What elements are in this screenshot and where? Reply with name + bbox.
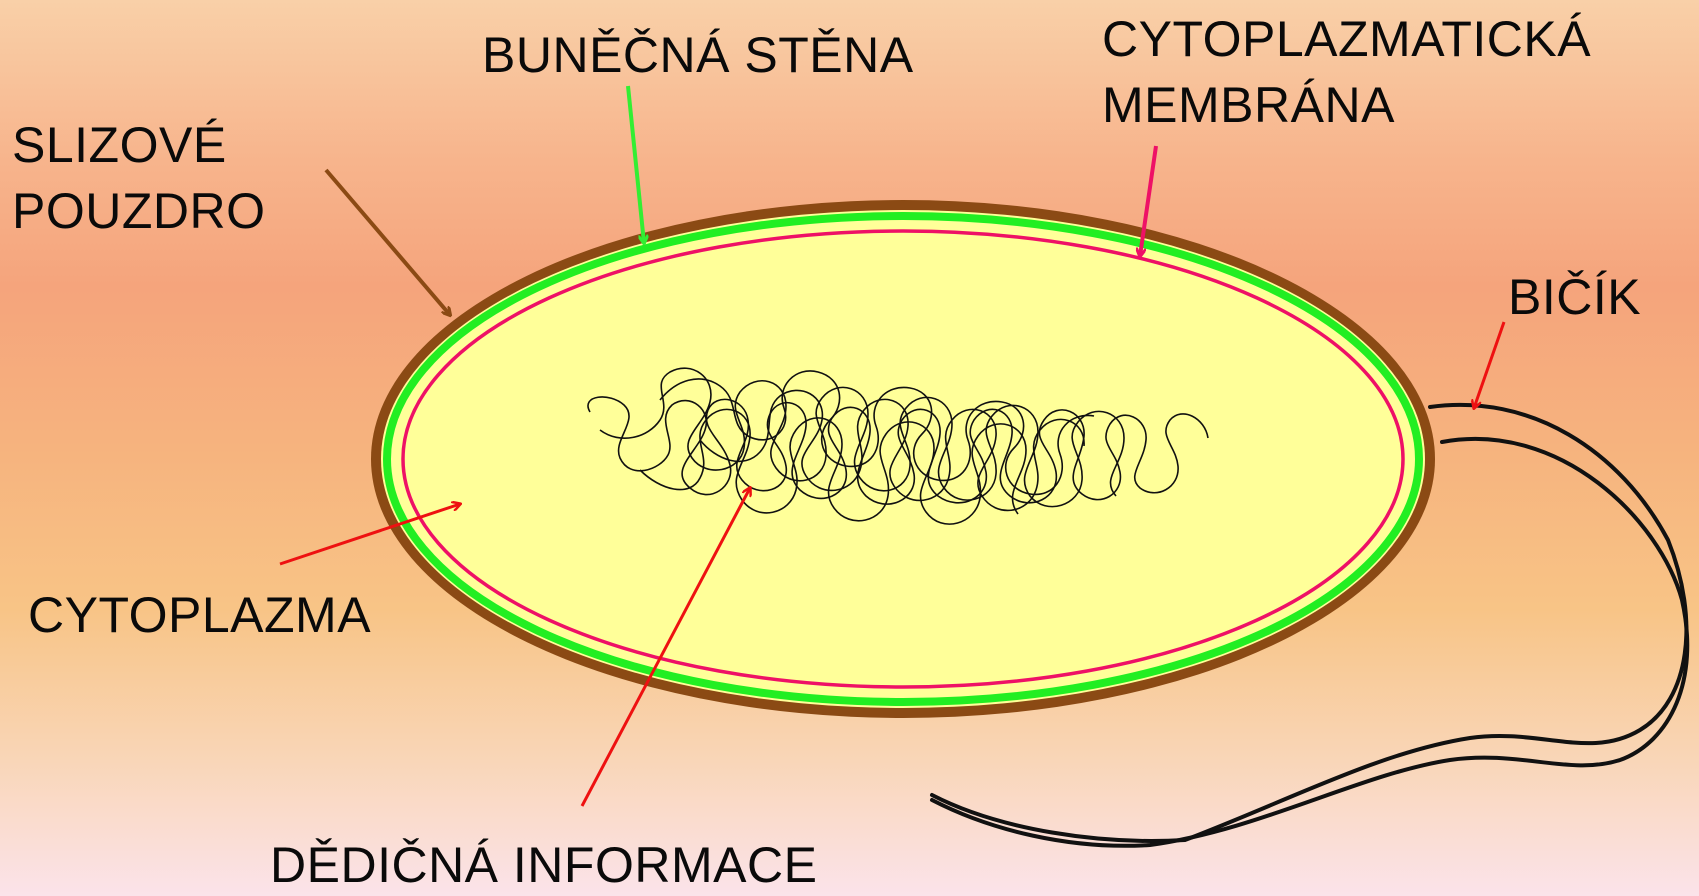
label-membrane-line1: CYTOPLAZMATICKÁ (1102, 6, 1591, 72)
label-slime-capsule-line1: SLIZOVÉ (12, 112, 266, 178)
label-flagellum: BIČÍK (1508, 264, 1641, 330)
label-cytoplasm: CYTOPLAZMA (28, 582, 371, 648)
label-cell-wall: BUNĚČNÁ STĚNA (482, 22, 914, 88)
flagellum-arrow (1474, 322, 1504, 408)
label-slime-capsule: SLIZOVÉ POUZDRO (12, 112, 266, 244)
cell-wall-arrow (628, 86, 644, 243)
label-membrane-line2: MEMBRÁNA (1102, 72, 1591, 138)
capsule-arrow (326, 170, 450, 315)
cytoplasm (406, 234, 1400, 684)
label-cytoplasmic-membrane: CYTOPLAZMATICKÁ MEMBRÁNA (1102, 6, 1591, 138)
label-slime-capsule-line2: POUZDRO (12, 178, 266, 244)
label-genetic-information: DĚDIČNÁ INFORMACE (270, 832, 817, 896)
